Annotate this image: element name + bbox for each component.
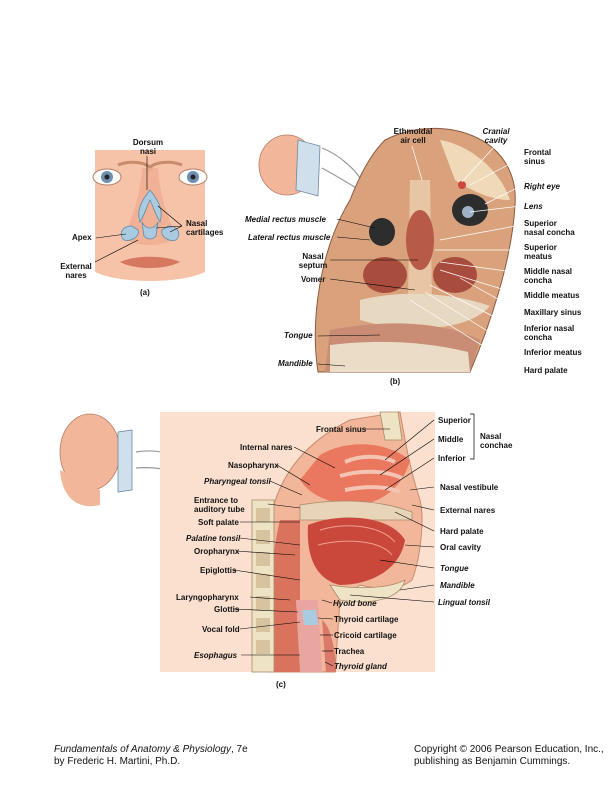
label-palatine-tonsil: Palatine tonsil [186, 534, 241, 543]
label-line: Inferior nasal [524, 324, 575, 333]
footer-author: by Frederic H. Martini, Ph.D. [54, 756, 181, 767]
label-line: Dorsum [132, 138, 164, 147]
panel-c-orientation-head [59, 413, 199, 507]
label-superior-nasal-concha: Superior nasal concha [524, 219, 575, 237]
label-line: Cranial [482, 127, 510, 136]
label-thyroid-gland: Thyroid gland [334, 662, 387, 671]
footer-title-line: Fundamentals of Anatomy & Physiology, 7e [54, 744, 248, 756]
label-nasopharynx: Nasopharynx [228, 461, 279, 470]
panel-b-orientation-head [258, 134, 363, 197]
label-trachea: Trachea [334, 647, 365, 656]
label-line: cartilages [186, 228, 224, 237]
label-apex: Apex [72, 233, 92, 242]
label-line: Nasal [302, 252, 324, 261]
label-vomer: Vomer [301, 275, 326, 284]
label-lens: Lens [524, 202, 543, 211]
label-epiglottis: Epiglottis [200, 566, 237, 575]
label-frontal-sinus-c: Frontal sinus [316, 425, 367, 434]
label-mandible-c: Mandible [440, 581, 475, 590]
panel-b-frontal-section [314, 127, 522, 373]
label-line: sinus [524, 157, 545, 166]
label-line: Frontal [524, 148, 552, 157]
label-esophagus: Esophagus [194, 651, 238, 660]
label-tongue-b: Tongue [284, 331, 313, 340]
label-thyroid-cartilage: Thyroid cartilage [334, 615, 399, 624]
label-pharyngeal-tonsil: Pharyngeal tonsil [204, 477, 271, 486]
label-mandible-b: Mandible [278, 359, 313, 368]
panel-c-sagittal-section [160, 411, 475, 673]
label-cranial-cavity: Cranial cavity [478, 127, 514, 145]
label-line: nares [65, 271, 87, 280]
panel-a-face-illustration [92, 150, 208, 281]
label-hard-palate-b: Hard palate [524, 366, 568, 375]
footer-copyright-line2: publishing as Benjamin Cummings. [414, 756, 571, 767]
label-external-nares-c: External nares [440, 506, 496, 515]
label-line: conchae [480, 441, 513, 450]
label-middle-nasal-concha: Middle nasal concha [524, 267, 572, 285]
label-line: nasi [139, 147, 156, 156]
label-dorsum-nasi: Dorsum nasi [126, 138, 170, 156]
label-entrance-auditory-tube: Entrance to auditory tube [194, 496, 245, 514]
label-line: Nasal [480, 432, 502, 441]
label-internal-nares: Internal nares [240, 443, 293, 452]
label-inferior-meatus: Inferior meatus [524, 348, 582, 357]
label-vocal-fold: Vocal fold [202, 625, 240, 634]
label-line: Middle nasal [524, 267, 573, 276]
label-line: auditory tube [194, 505, 245, 514]
label-nasal-septum: Nasal septum [296, 252, 330, 270]
panel-c-letter: (c) [276, 680, 286, 689]
label-hyoid-bone: Hyoid bone [333, 599, 377, 608]
label-tongue-c: Tongue [440, 564, 469, 573]
label-external-nares-a: External nares [56, 262, 96, 280]
panel-b-letter: (b) [390, 377, 401, 386]
label-medial-rectus: Medial rectus muscle [245, 215, 326, 224]
label-cricoid-cartilage: Cricoid cartilage [334, 631, 397, 640]
label-inferior-concha-c: Inferior [438, 454, 466, 463]
label-line: Entrance to [194, 496, 239, 505]
label-line: Superior [524, 243, 557, 252]
footer-book-credit: Fundamentals of Anatomy & Physiology, 7e… [54, 744, 248, 768]
label-line: cavity [484, 136, 508, 145]
label-line: concha [524, 276, 553, 285]
label-line: septum [298, 261, 328, 270]
label-frontal-sinus-b: Frontal sinus [524, 148, 551, 166]
label-line: concha [524, 333, 553, 342]
label-line: External [60, 262, 92, 271]
label-line: Superior [524, 219, 557, 228]
label-middle-concha-c: Middle [438, 435, 464, 444]
label-oropharynx: Oropharynx [194, 547, 240, 556]
label-glottis: Glottis [214, 605, 240, 614]
panel-a-letter: (a) [140, 288, 150, 297]
label-hard-palate-c: Hard palate [440, 527, 484, 536]
label-maxillary-sinus: Maxillary sinus [524, 308, 582, 317]
label-laryngopharynx: Laryngopharynx [176, 593, 239, 602]
label-line: Ethmoidal [393, 127, 433, 136]
label-superior-meatus: Superior meatus [524, 243, 557, 261]
label-oral-cavity: Oral cavity [440, 543, 481, 552]
label-nasal-vestibule: Nasal vestibule [440, 483, 499, 492]
label-inferior-nasal-concha: Inferior nasal concha [524, 324, 574, 342]
label-line: meatus [524, 252, 553, 261]
label-soft-palate: Soft palate [198, 518, 239, 527]
label-lingual-tonsil: Lingual tonsil [438, 598, 490, 607]
label-right-eye: Right eye [524, 182, 561, 191]
footer-book-title: Fundamentals of Anatomy & Physiology [54, 744, 231, 755]
label-superior-concha-c: Superior [438, 416, 471, 425]
label-line: Nasal [186, 219, 208, 228]
footer-copyright: Copyright © 2006 Pearson Education, Inc.… [414, 744, 604, 768]
label-ethmoidal-air-cell: Ethmoidal air cell [390, 127, 436, 145]
label-line: nasal concha [524, 228, 575, 237]
label-middle-meatus: Middle meatus [524, 291, 580, 300]
footer-copyright-line1: Copyright © 2006 Pearson Education, Inc.… [414, 744, 604, 755]
footer-edition: , 7e [230, 744, 248, 755]
label-lateral-rectus: Lateral rectus muscle [248, 233, 331, 242]
label-line: air cell [400, 136, 426, 145]
label-nasal-cartilages: Nasal cartilages [186, 219, 223, 237]
label-nasal-conchae: Nasal conchae [480, 432, 512, 450]
